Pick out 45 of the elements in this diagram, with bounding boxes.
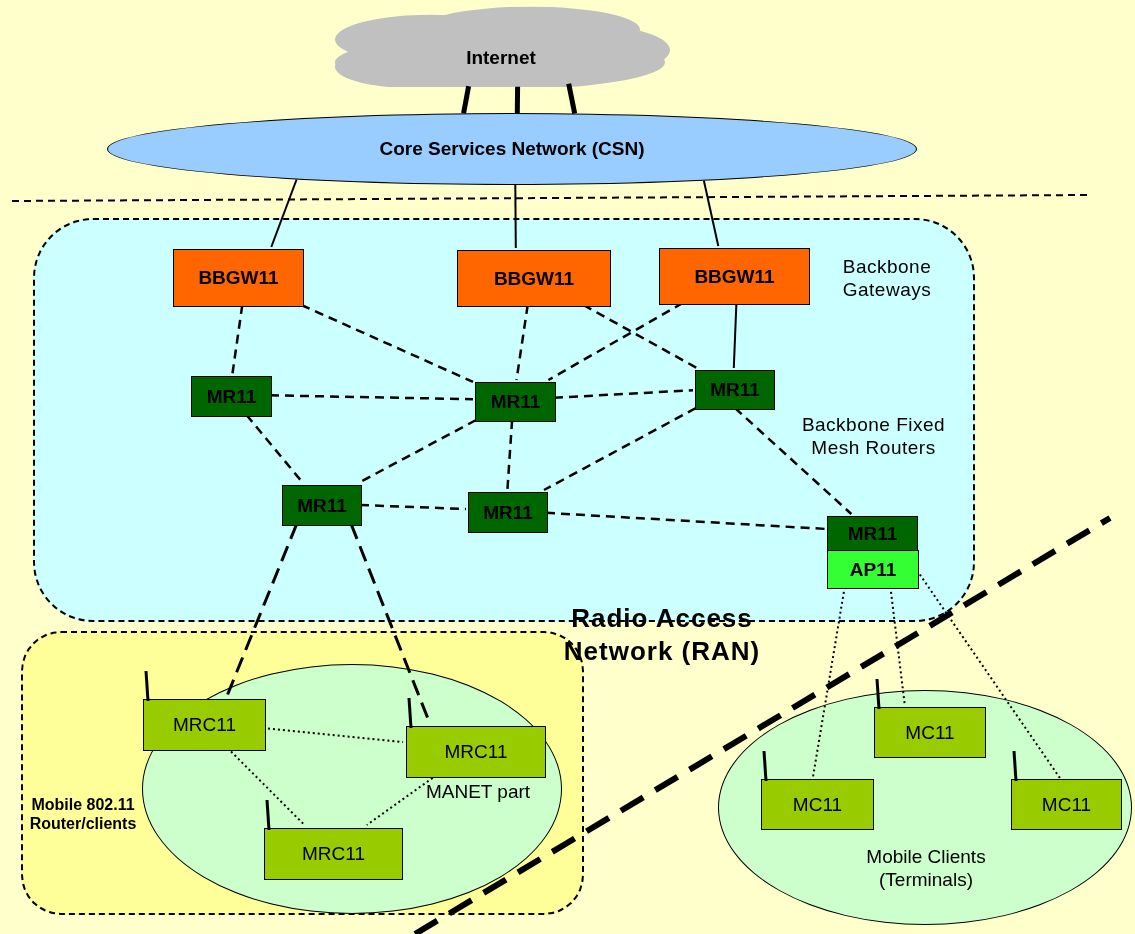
access-point-box: [827, 550, 919, 589]
node-label: BBGW11: [198, 267, 279, 289]
router-box: [282, 485, 362, 526]
gateway-box: [173, 249, 304, 307]
router-box: [827, 516, 918, 551]
node-label: MRC11: [173, 714, 236, 736]
connector-line: [543, 406, 697, 492]
node-label: MRC11: [302, 843, 365, 865]
node-label: MRC11: [444, 741, 508, 763]
connector-line: [514, 86, 521, 114]
group-label: MANET part: [424, 781, 532, 804]
connector-line: [514, 184, 517, 249]
client-box: [1011, 779, 1122, 830]
gateway-box: [659, 248, 810, 305]
region-label: Mobile 802.11 Router/clients: [28, 795, 138, 834]
node-label: MR11: [206, 385, 257, 408]
node-label: MC11: [1041, 793, 1092, 816]
node-label: MR11: [297, 494, 347, 517]
node-label: MC11: [905, 721, 955, 744]
group-label: Mobile Clients (Terminals): [865, 846, 987, 892]
connector-line: [270, 178, 298, 248]
node-label: MR11: [483, 501, 533, 524]
client-box: [761, 779, 874, 830]
node-label: BBGW11: [493, 267, 575, 290]
node-label: BBGW11: [694, 265, 775, 288]
gateway-box: [457, 250, 611, 307]
annotation-text: Backbone Gateways: [841, 256, 933, 302]
connector-line: [461, 85, 472, 114]
client-box: [874, 707, 986, 758]
router-box: [191, 376, 272, 417]
node-label: Internet: [466, 47, 536, 69]
node-label: MR11: [847, 522, 898, 545]
router-box: [695, 370, 775, 410]
connector-line: [702, 179, 720, 247]
client-box: [143, 699, 266, 751]
annotation-text: Backbone Fixed Mesh Routers: [800, 414, 947, 460]
router-box: [475, 382, 556, 422]
node-label: AP11: [849, 558, 897, 581]
node-label: MC11: [792, 793, 843, 816]
node-label: MR11: [710, 379, 760, 401]
client-box: [264, 828, 403, 880]
router-box: [468, 492, 548, 533]
node-label: Core Services Network (CSN): [379, 138, 645, 160]
client-box: [406, 726, 546, 778]
node-label: MR11: [490, 391, 541, 413]
